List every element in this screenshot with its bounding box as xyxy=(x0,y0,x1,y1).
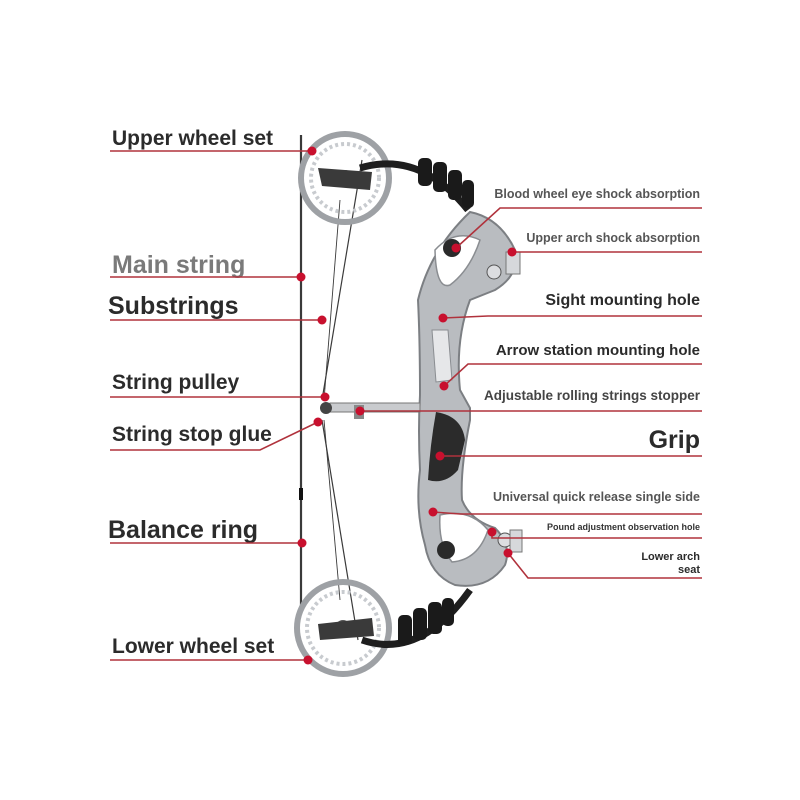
leader-lower-arch-seat xyxy=(507,552,702,579)
label-blood-wheel-eye: Blood wheel eye shock absorption xyxy=(494,187,700,201)
label-lower-arch-seat-line1: Lower arch xyxy=(641,551,700,563)
leader-main-string-dot xyxy=(296,272,306,282)
substring-line xyxy=(323,419,341,601)
label-balance-ring: Balance ring xyxy=(108,516,259,544)
upper-limb-dampers xyxy=(418,158,474,208)
leader-balance-ring-dot xyxy=(297,538,307,548)
label-arrow-station-hole: Arrow station mounting hole xyxy=(495,342,700,359)
leader-sight-hole-dot xyxy=(438,313,448,323)
leader-string-stop-glue xyxy=(110,421,319,451)
leader-arrow-station-dot xyxy=(439,381,449,391)
leader-stopper-dot xyxy=(355,406,365,416)
label-string-stop-glue: String stop glue xyxy=(112,423,272,446)
leader-grip-dot xyxy=(435,451,445,461)
lower-wheel xyxy=(294,579,392,677)
leader-string-stop-glue-dot xyxy=(313,417,323,427)
substring-line xyxy=(321,159,363,401)
leader-sight-hole xyxy=(442,315,702,319)
leader-quick-release-dot xyxy=(428,507,438,517)
riser xyxy=(416,210,517,587)
leader-arrow-station xyxy=(443,363,702,387)
upper-wheel xyxy=(298,131,392,225)
label-universal-quick-release: Universal quick release single side xyxy=(492,490,700,504)
label-upper-arch-shock: Upper arch shock absorption xyxy=(526,231,700,245)
label-lower-arch-seat: Lower arch seat xyxy=(641,551,700,577)
label-sight-mounting-hole: Sight mounting hole xyxy=(545,292,700,309)
label-string-pulley: String pulley xyxy=(112,371,240,394)
label-lower-arch-seat-line2: seat xyxy=(677,564,700,576)
label-lower-wheel-set: Lower wheel set xyxy=(112,635,275,658)
label-rolling-strings-stopper: Adjustable rolling strings stopper xyxy=(483,388,700,403)
grip-shape xyxy=(428,412,465,482)
bow-strings xyxy=(299,135,363,641)
leader-lower-wheel-dot xyxy=(303,655,313,665)
lower-limb-dampers xyxy=(398,598,454,645)
leader-pound-adjust-dot xyxy=(487,527,497,537)
leader-upper-wheel-dot xyxy=(307,146,317,156)
substring-line xyxy=(323,199,341,401)
substring-line xyxy=(321,419,359,641)
leader-string-pulley-dot xyxy=(320,392,330,402)
leader-upper-arch-dot xyxy=(507,247,517,257)
leader-lower-arch-seat-dot xyxy=(503,548,513,558)
leader-substrings-dot xyxy=(317,315,327,325)
label-grip: Grip xyxy=(648,426,700,454)
leader-blood-wheel xyxy=(455,207,702,249)
riser-cutout xyxy=(431,329,453,383)
label-main-string: Main string xyxy=(112,251,246,279)
label-pound-adjustment: Pound adjustment observation hole xyxy=(546,522,700,532)
label-substrings: Substrings xyxy=(108,292,239,320)
label-upper-wheel-set: Upper wheel set xyxy=(112,127,274,150)
leader-quick-release xyxy=(432,511,702,515)
leader-blood-wheel-dot xyxy=(451,243,461,253)
leader-pound-adjust xyxy=(491,532,702,539)
